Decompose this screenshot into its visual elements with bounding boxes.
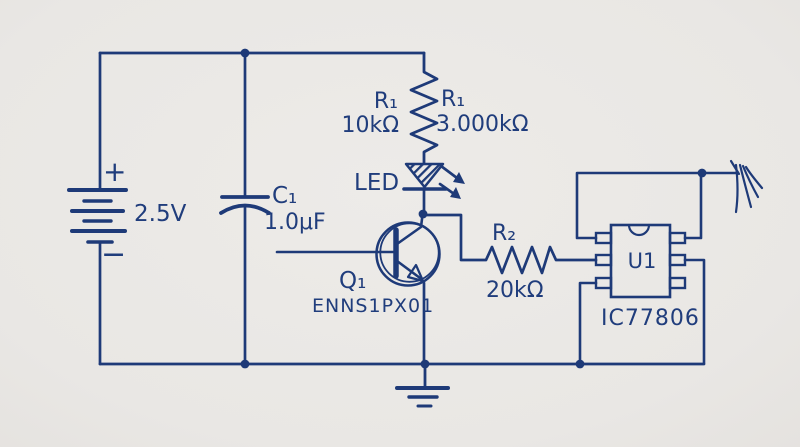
junction-dot [697, 168, 707, 178]
transistor-emitter-arrowhead [406, 263, 425, 283]
r1-value-right-label: 3.000kΩ [436, 112, 529, 137]
led-label: LED [354, 170, 399, 196]
scribble-stroke [734, 163, 739, 214]
transistor-part-label: ENNS1PX01 [312, 295, 434, 317]
scribble-stroke [744, 165, 764, 190]
junction-dot [418, 209, 428, 219]
battery-minus-label: − [101, 237, 126, 272]
transistor-collector [395, 213, 424, 246]
led-light-arrowhead [453, 172, 465, 184]
resistor-r1: R₁ 10kΩ R₁ 3.000kΩ [341, 51, 529, 165]
battery-voltage-label: 2.5V [134, 201, 187, 227]
capacitor-ref-label: C₁ [272, 183, 297, 209]
led-triangle [404, 162, 445, 189]
ic-pin [668, 276, 687, 290]
ic-u1: U1 IC77806 [575, 171, 738, 365]
junction-dot [575, 359, 585, 369]
transistor-ref-label: Q₁ [339, 268, 366, 294]
capacitor-c1: C₁ 1.0μF [219, 51, 326, 366]
r2-value-label: 20kΩ [486, 278, 544, 303]
resistor-r2: R₂ 20kΩ [422, 213, 598, 303]
r1-value-left-label: 10kΩ [341, 113, 399, 138]
power-rails [98, 51, 706, 366]
ic-pin [594, 231, 613, 245]
r1-ref-right-label: R₁ [441, 87, 465, 112]
r1-ref-left-label: R₁ [374, 89, 398, 114]
capacitor-curved-plate [219, 203, 271, 215]
transistor-emitter [395, 259, 422, 280]
ic-pin [594, 276, 613, 290]
ic-part-label: IC77806 [601, 306, 700, 331]
ic-output-wire [683, 258, 706, 365]
resistor-r1-zigzag [409, 51, 439, 165]
ic-feedback-wire-right [683, 172, 703, 240]
ic-ground-wire [578, 281, 598, 365]
led: LED [354, 162, 465, 216]
ic-pin [668, 231, 687, 245]
scribble-stroke [741, 164, 760, 199]
junction-dot [240, 48, 250, 58]
ic-ref-label: U1 [628, 249, 657, 273]
junction-dot [420, 359, 430, 369]
wire-scribble-end [729, 159, 764, 214]
ground-symbol [395, 362, 450, 408]
transistor-q1: Q₁ ENNS1PX01 [275, 213, 441, 366]
scribble-stroke [738, 163, 753, 209]
ic-notch [627, 223, 651, 237]
ic-feedback-wire-left [575, 171, 738, 240]
capacitor-value-label: 1.0μF [264, 210, 326, 235]
battery-plus-label: + [103, 155, 126, 188]
battery: + − 2.5V [67, 51, 187, 366]
ic-pin [668, 253, 687, 267]
junction-dot [240, 359, 250, 369]
r2-ref-label: R₂ [492, 221, 516, 246]
resistor-r2-wire-zigzag [422, 213, 598, 275]
led-light-arrowhead [450, 187, 461, 199]
ic-pin [594, 253, 613, 267]
junction-dots [240, 48, 707, 369]
